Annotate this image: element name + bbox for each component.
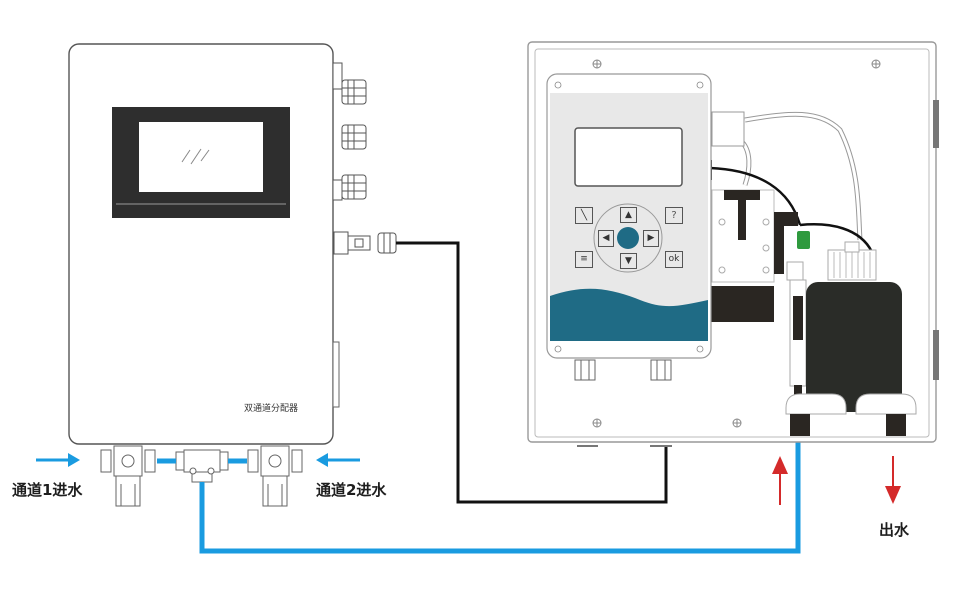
inlet-channel-1-label: 通道1进水: [12, 481, 83, 499]
signal-connector-icon: [333, 231, 397, 255]
flow-arrow-down: [885, 456, 901, 504]
help-key[interactable]: ?: [665, 207, 683, 224]
outlet-label: 出水: [879, 521, 910, 539]
water-line: [199, 436, 801, 554]
tee-fitting: [175, 449, 229, 483]
flow-arrow-up: [772, 456, 788, 505]
arrow-left-key[interactable]: ◀: [598, 230, 614, 247]
menu-key[interactable]: ≡: [575, 251, 593, 268]
signal-cable: [396, 241, 668, 504]
inlet-arrow-channel-1: [36, 453, 80, 467]
ok-key[interactable]: ok: [665, 251, 683, 268]
controller-panel: [546, 73, 712, 381]
distributor-name-label: 双通道分配器: [244, 404, 299, 414]
inlet-valve-left: [100, 445, 156, 507]
glass-reflection-icon: [181, 148, 210, 165]
screw-icon: [554, 81, 704, 353]
dual-channel-distributor: [68, 43, 397, 507]
inlet-valve-right: [247, 445, 303, 507]
arrow-right-key[interactable]: ▶: [643, 230, 659, 247]
arrow-down-key[interactable]: ▼: [620, 253, 637, 269]
arrow-up-key[interactable]: ▲: [620, 207, 637, 223]
wrench-key[interactable]: ╲: [575, 207, 593, 224]
inlet-arrow-channel-2: [316, 453, 360, 467]
cable-gland-icon: [332, 62, 367, 201]
inlet-channel-2-label: 通道2进水: [316, 481, 387, 499]
screw-icon: [592, 59, 881, 428]
